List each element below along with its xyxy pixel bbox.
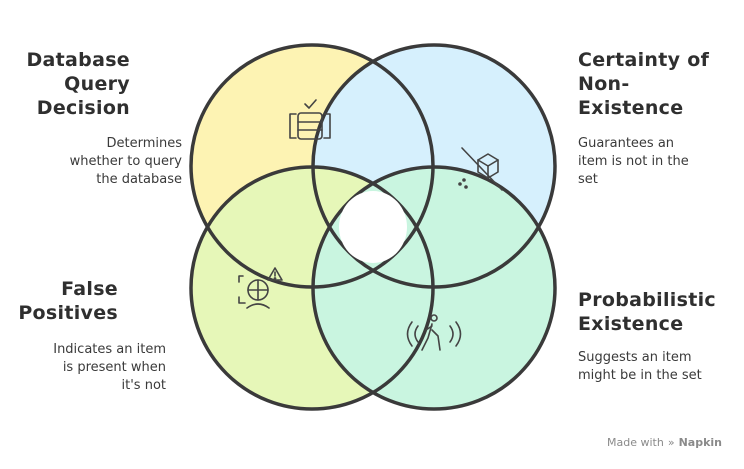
title-certainty-non-existence: Certainty of Non- Existence bbox=[578, 49, 710, 119]
footer-text: Made with bbox=[607, 436, 664, 449]
desc-database-query-decision: Determines whether to query the database bbox=[69, 136, 182, 187]
globe-alert-icon bbox=[238, 267, 283, 309]
desc-probabilistic-existence: Suggests an item might be in the set bbox=[578, 350, 702, 383]
made-with-footer[interactable]: Made with » Napkin bbox=[607, 436, 722, 449]
title-database-query-decision: Database Query Decision bbox=[26, 49, 130, 119]
footer-brand: Napkin bbox=[678, 436, 722, 449]
desc-false-positives: Indicates an item is present when it's n… bbox=[53, 342, 166, 393]
title-probabilistic-existence: Probabilistic Existence bbox=[578, 289, 716, 335]
desc-certainty-non-existence: Guarantees an item is not in the set bbox=[578, 136, 689, 187]
outline-probabilistic-existence bbox=[311, 165, 557, 411]
title-false-positives: False Positives bbox=[18, 278, 118, 324]
outline-false-positives bbox=[189, 165, 435, 411]
napkin-logo-icon: » bbox=[667, 436, 675, 449]
database-check-icon bbox=[289, 99, 331, 140]
person-signal-icon bbox=[406, 314, 462, 351]
cube-crossed-icon bbox=[458, 147, 503, 191]
